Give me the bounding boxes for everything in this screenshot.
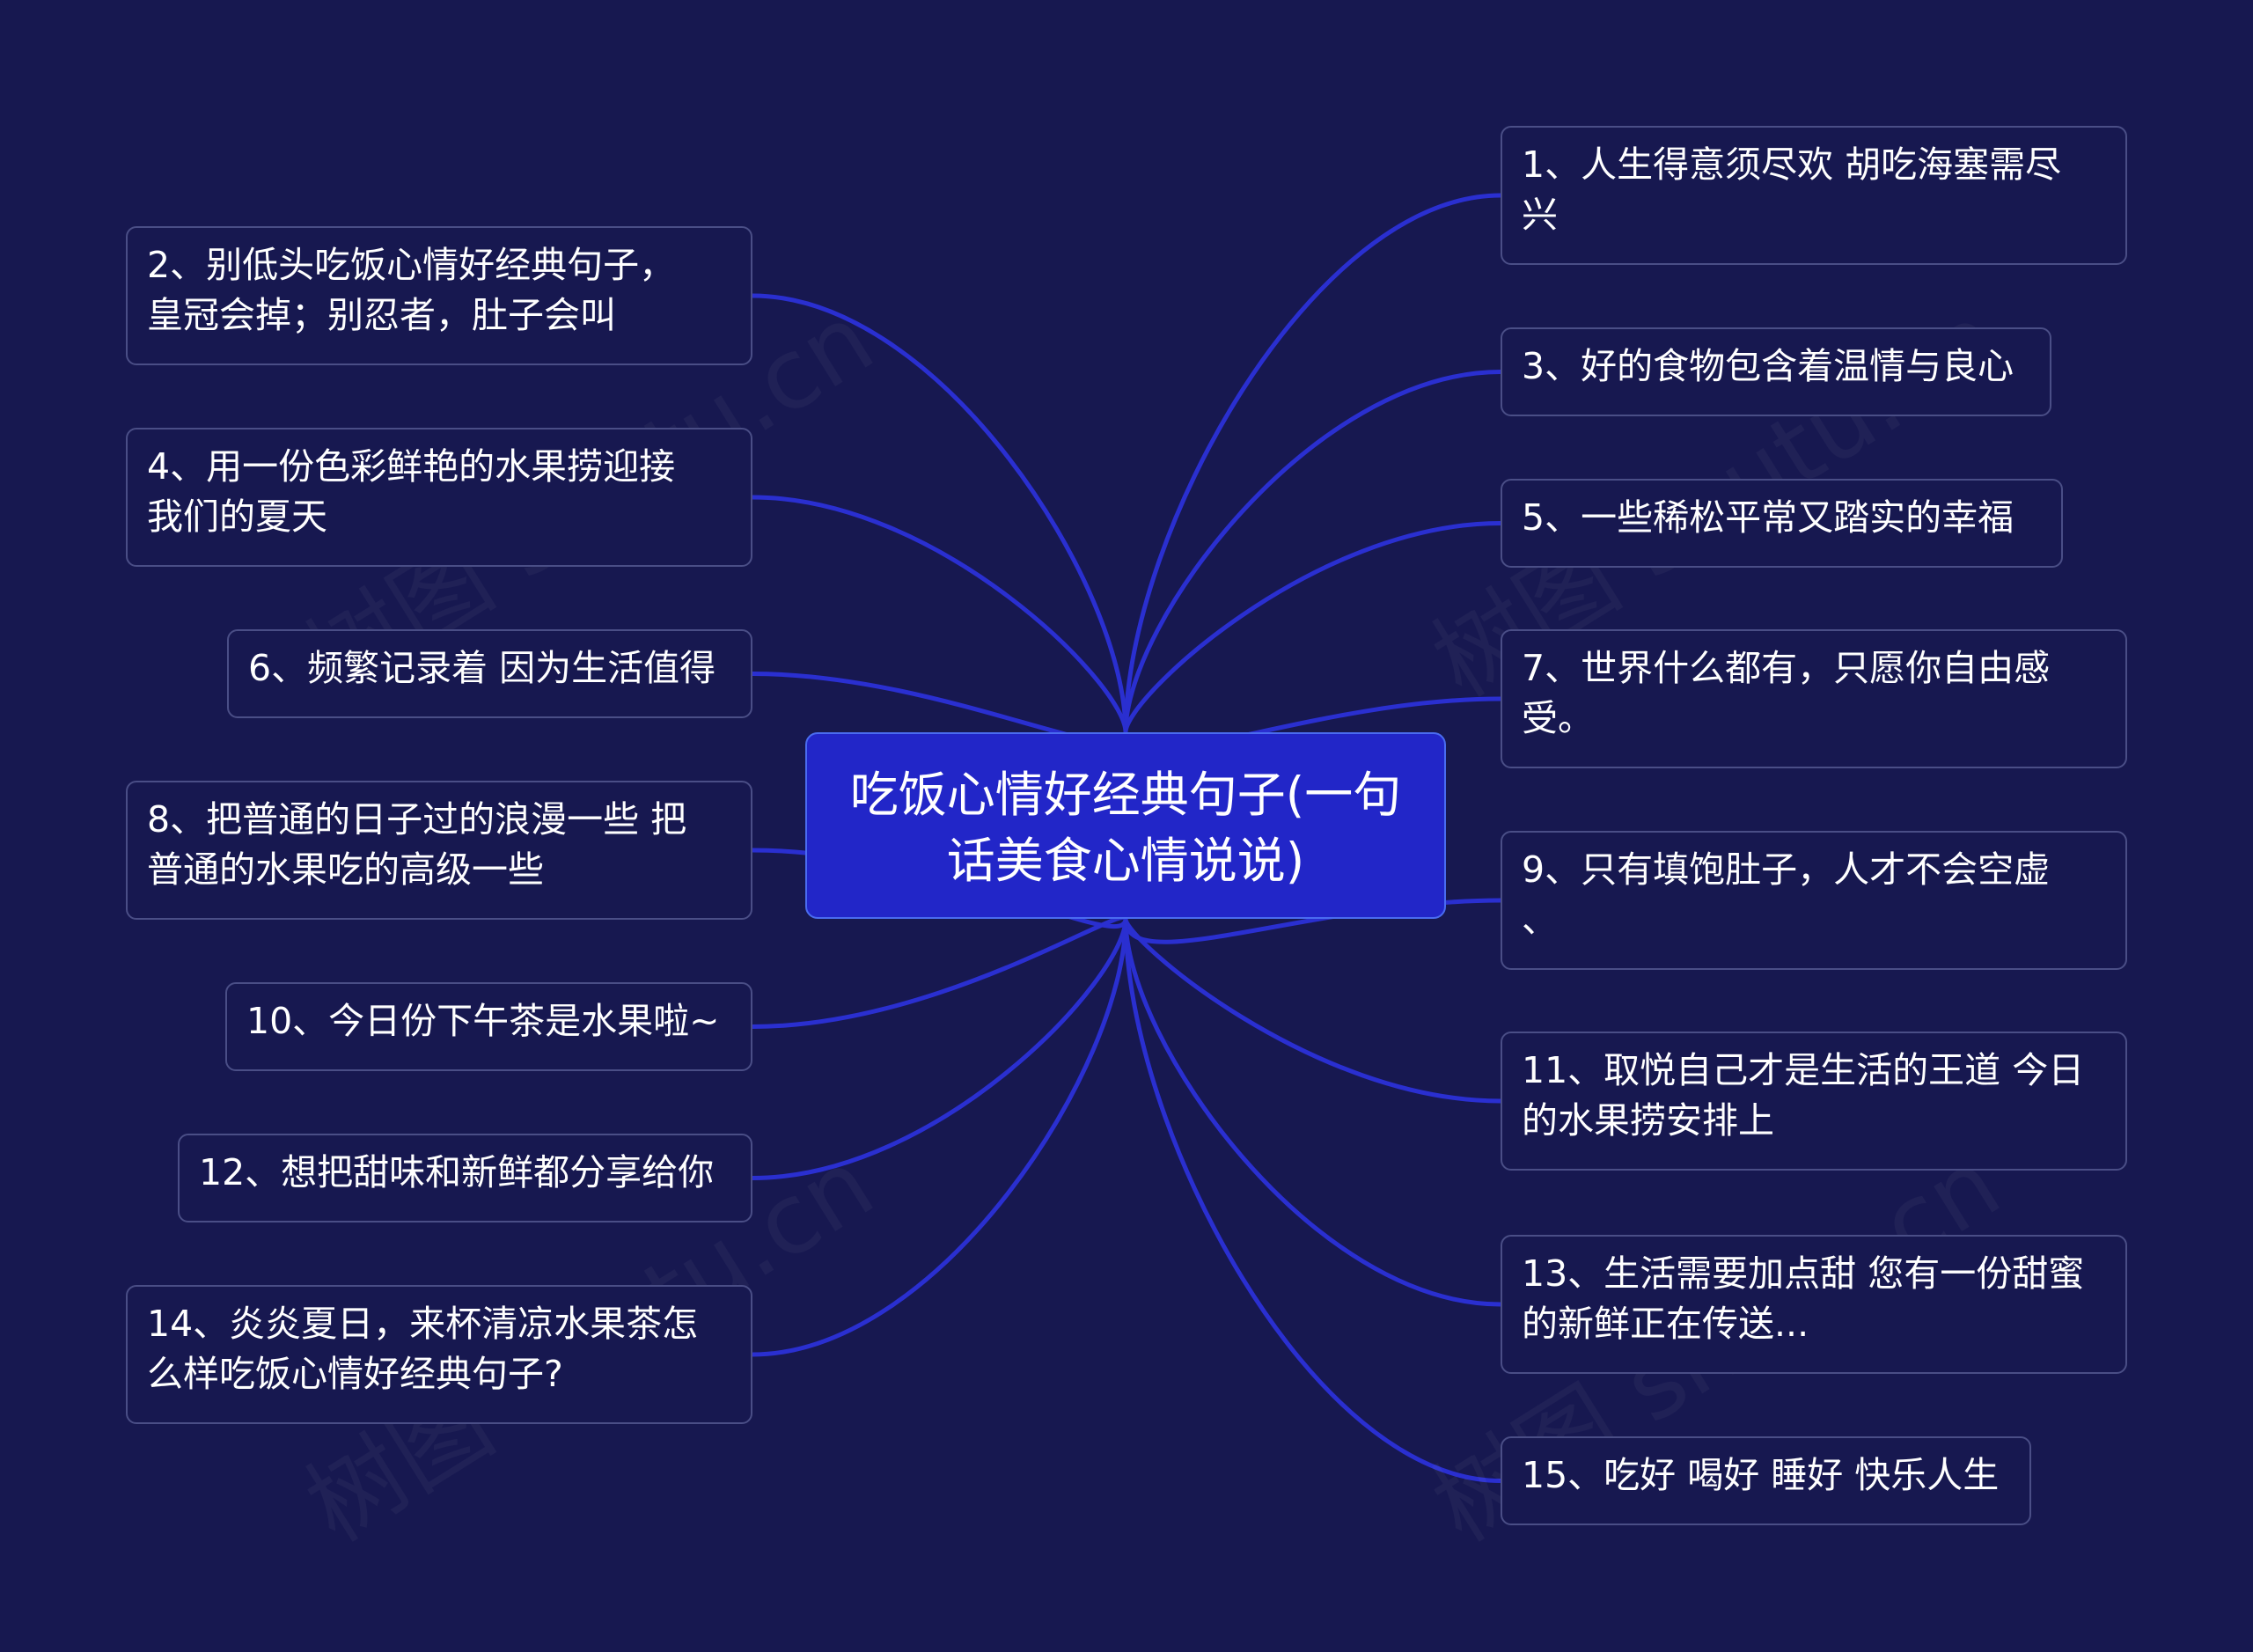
branch-node-text: 14、炎炎夏日，来杯清凉水果茶怎 — [147, 1303, 699, 1345]
branch-node-text: 7、世界什么都有，只愿你自由感 — [1522, 647, 2051, 689]
branch-node-1[interactable]: 1、人生得意须尽欢 胡吃海塞需尽兴 — [1501, 126, 2127, 265]
connector-n1 — [1123, 193, 1501, 733]
branch-node-text: 8、把普通的日子过的浪漫一些 把 — [147, 798, 687, 841]
branch-node-14[interactable]: 14、炎炎夏日，来杯清凉水果茶怎么样吃饭心情好经典句子? — [126, 1285, 752, 1424]
branch-node-6[interactable]: 6、频繁记录着 因为生活值得 — [227, 629, 752, 718]
connector-n13 — [1123, 918, 1501, 1307]
branch-node-text: 么样吃饭心情好经典句子? — [147, 1353, 563, 1395]
branch-node-text: 兴 — [1522, 194, 1558, 236]
branch-node-7[interactable]: 7、世界什么都有，只愿你自由感受。 — [1501, 629, 2127, 768]
branch-node-text: 9、只有填饱肚子，人才不会空虚 — [1522, 848, 2051, 891]
branch-node-text: 皇冠会掉；别忍者，肚子会叫 — [147, 294, 616, 336]
branch-node-3[interactable]: 3、好的食物包含着温情与良心 — [1501, 327, 2051, 416]
branch-node-text: 5、一些稀松平常又踏实的幸福 — [1522, 496, 2014, 539]
branch-node-11[interactable]: 11、取悦自己才是生活的王道 今日的水果捞安排上 — [1501, 1032, 2127, 1171]
branch-node-text: 15、吃好 喝好 睡好 快乐人生 — [1522, 1454, 2000, 1496]
branch-node-text: 的水果捞安排上 — [1522, 1099, 1774, 1142]
connector-n5 — [1123, 521, 1501, 733]
branch-node-text: 12、想把甜味和新鲜都分享给你 — [199, 1151, 715, 1193]
connector-n11 — [1123, 918, 1501, 1104]
connector-n10 — [752, 914, 1128, 1029]
branch-node-text: 6、频繁记录着 因为生活值得 — [248, 647, 716, 689]
branch-node-5[interactable]: 5、一些稀松平常又踏实的幸福 — [1501, 479, 2063, 568]
branch-node-text: 3、好的食物包含着温情与良心 — [1522, 345, 2014, 387]
root-node-line: 话美食心情说说) — [946, 833, 1305, 889]
branch-node-text: 受。 — [1522, 697, 1594, 739]
branch-node-15[interactable]: 15、吃好 喝好 睡好 快乐人生 — [1501, 1436, 2031, 1525]
branch-node-4[interactable]: 4、用一份色彩鲜艳的水果捞迎接我们的夏天 — [126, 428, 752, 567]
branch-node-text: 的新鲜正在传送... — [1522, 1303, 1809, 1345]
branch-node-text: 1、人生得意须尽欢 胡吃海塞需尽 — [1522, 143, 2062, 186]
root-node[interactable]: 吃饭心情好经典句子(一句 话美食心情说说) — [805, 732, 1446, 919]
branch-node-text: 13、生活需要加点甜 您有一份甜蜜 — [1522, 1252, 2085, 1295]
branch-node-text: 4、用一份色彩鲜艳的水果捞迎接 — [147, 445, 676, 488]
connector-n12 — [752, 918, 1128, 1180]
connector-n15 — [1123, 918, 1501, 1483]
root-node-line: 吃饭心情好经典句子(一句 — [849, 767, 1402, 823]
branch-node-8[interactable]: 8、把普通的日子过的浪漫一些 把普通的水果吃的高级一些 — [126, 781, 752, 920]
branch-node-2[interactable]: 2、别低头吃饭心情好经典句子， 皇冠会掉；别忍者，肚子会叫 — [126, 226, 752, 365]
branch-node-text: 10、今日份下午茶是水果啦~ — [246, 1000, 720, 1042]
branch-node-text: 2、别低头吃饭心情好经典句子， — [147, 244, 676, 286]
branch-node-12[interactable]: 12、想把甜味和新鲜都分享给你 — [178, 1134, 752, 1222]
connector-n4 — [752, 495, 1128, 733]
branch-node-text: 11、取悦自己才是生活的王道 今日 — [1522, 1049, 2085, 1091]
branch-node-text: 我们的夏天 — [147, 496, 327, 538]
branch-node-text: 、 — [1522, 899, 1558, 941]
branch-node-text: 普通的水果吃的高级一些 — [147, 848, 544, 891]
connector-n14 — [752, 918, 1128, 1357]
branch-node-9[interactable]: 9、只有填饱肚子，人才不会空虚、 — [1501, 831, 2127, 970]
connector-n2 — [752, 293, 1128, 733]
branch-node-13[interactable]: 13、生活需要加点甜 您有一份甜蜜的新鲜正在传送... — [1501, 1235, 2127, 1374]
connector-n3 — [1123, 370, 1501, 733]
branch-node-10[interactable]: 10、今日份下午茶是水果啦~ — [225, 982, 752, 1071]
